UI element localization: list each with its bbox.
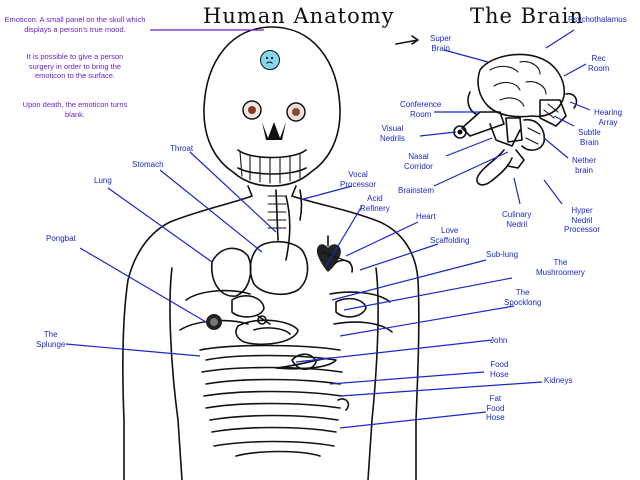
brain-title: The Brain: [470, 4, 584, 28]
sad-face-icon: [265, 56, 274, 64]
label-psychothalamus: Psychothalamus: [568, 15, 627, 24]
label-stomach: Stomach: [132, 160, 164, 169]
brain-illustration: [395, 35, 578, 186]
body-outline: [122, 26, 420, 480]
label-sub-lung: Sub-lung: [486, 250, 519, 259]
human-anatomy-title: Human Anatomy: [203, 4, 395, 28]
leader-lines: [65, 29, 591, 429]
label-pongbat: Pongbat: [46, 234, 76, 243]
label-brainstem: Brainstem: [398, 186, 435, 195]
label-john: John: [490, 336, 508, 345]
emoticon-panel: [260, 50, 280, 70]
label-throat: Throat: [170, 144, 194, 153]
note-surgery: It is possible to give a person surgery …: [26, 52, 124, 80]
label-lung: Lung: [94, 176, 112, 185]
label-kidneys: Kidneys: [544, 376, 573, 385]
label-heart: Heart: [416, 212, 436, 221]
organs: [199, 195, 367, 457]
note-emoticon: Emoticon: A small panel on the skull whi…: [4, 15, 146, 34]
skull-face: [237, 100, 307, 184]
note-death: Upon death, the emoticon turns blank.: [22, 100, 128, 119]
